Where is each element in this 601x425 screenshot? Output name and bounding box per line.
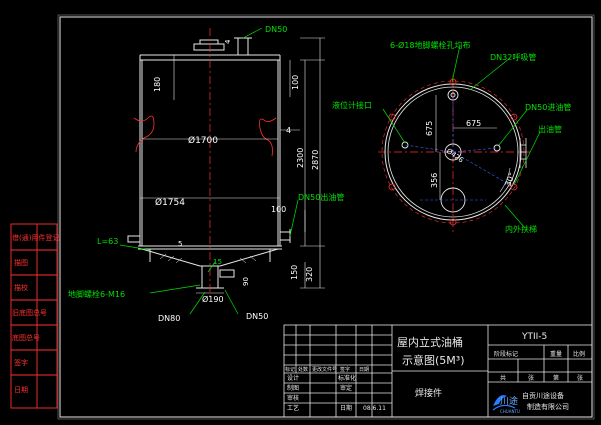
- dim-15: 15: [213, 258, 222, 266]
- dia-1700: Ø1700: [188, 135, 218, 146]
- title-subtitle: 焊接件: [415, 387, 442, 399]
- dim-675-vertical: 675: [425, 121, 434, 136]
- company-line-2: 制造有限公司: [527, 402, 569, 411]
- sign-row-2-role: 审核: [287, 394, 299, 402]
- rev-label-4: 底图总号: [12, 333, 40, 342]
- label-outlet: 出油管: [538, 124, 562, 134]
- rev-label-3: 旧底图总号: [12, 308, 47, 317]
- dim-320: 320: [305, 267, 314, 282]
- label-anchor-bolt: 地脚螺栓6-M16: [68, 289, 125, 299]
- title-block: 屋内立式油桶 示意图(5M³) 焊接件 YTII-5 阶段标记 重量 比例 共 …: [283, 324, 593, 418]
- sheet-cell-1: 张: [528, 374, 534, 382]
- company-logo-icon: [492, 395, 516, 411]
- dim-180: 180: [153, 77, 162, 92]
- sign-header-2: 更改文件号: [312, 366, 337, 373]
- tank-elevation: DN50 4 180 100 Ø1700 4 2300 2870 Ø1754 1…: [68, 25, 344, 323]
- title-line-1: 屋内立式油桶: [397, 335, 463, 349]
- company-line-1: 自贡川途设备: [522, 391, 564, 400]
- dia-190: Ø190: [202, 294, 224, 304]
- dim-100-mid: 100: [271, 205, 286, 214]
- sheet-cell-0: 共: [500, 374, 506, 382]
- label-dn80: DN80: [158, 314, 180, 323]
- dim-5: 5: [178, 240, 182, 248]
- sign-row-3-role: 工艺: [287, 404, 299, 412]
- rev-label-0: 借(通)用件登记: [12, 233, 59, 242]
- rev-label-1: 描图: [14, 258, 28, 267]
- sign-header-3: 签字: [340, 366, 350, 373]
- revision-column: 借(通)用件登记 描图 描校 旧底图总号 底图总号 签字 日期: [10, 223, 59, 409]
- label-anchor-holes: 6-Ø18地脚螺栓孔均布: [390, 40, 470, 50]
- dim-90: 90: [242, 277, 250, 286]
- dim-2300: 2300: [296, 148, 305, 168]
- sheet-cell-2: 第: [553, 374, 559, 382]
- sign-header-0: 标记: [285, 366, 295, 373]
- label-dn50-outlet: DN50出油管: [298, 192, 344, 202]
- dim-4-mid: 4: [286, 126, 291, 135]
- drawing-number: YTII-5: [521, 332, 547, 342]
- header-cell-1: 重量: [550, 350, 562, 358]
- company-en: CHUANTU: [500, 409, 520, 414]
- sign-row-3-date: 08.6.11: [363, 405, 386, 412]
- label-level-gauge: 液位计接口: [332, 100, 372, 110]
- dim-150: 150: [290, 265, 299, 280]
- title-line-2: 示意图(5M³): [402, 353, 464, 367]
- dia-1754: Ø1754: [155, 197, 185, 208]
- sign-header-1: 处数: [298, 366, 308, 373]
- header-cell-2: 比例: [573, 350, 585, 358]
- sheet-cell-3: 张: [577, 374, 583, 382]
- sign-header-4: 日期: [359, 367, 369, 373]
- label-l63: L=63: [97, 237, 118, 246]
- sign-row-0-role: 设计: [287, 374, 299, 382]
- sign-row-1-role2: 审定: [340, 384, 352, 392]
- dim-356: 356: [430, 173, 439, 188]
- label-ladder: 内外扶梯: [505, 224, 537, 234]
- company-short: 川途: [500, 395, 518, 407]
- label-inlet: DN50进油管: [525, 102, 571, 112]
- label-breather: DN32呼吸管: [490, 52, 536, 62]
- dim-4-top: 4: [224, 39, 232, 44]
- sign-row-1-role: 制图: [287, 384, 299, 392]
- rev-label-6: 日期: [14, 386, 28, 394]
- label-dn50-top: DN50: [265, 25, 287, 34]
- label-dn50-bottom: DN50: [246, 312, 268, 321]
- rev-label-5: 签字: [14, 358, 28, 367]
- dim-100-top: 100: [291, 75, 300, 90]
- header-cell-0: 阶段标记: [494, 350, 518, 358]
- tank-plan-view: 6-Ø18地脚螺栓孔均布 DN32呼吸管 液位计接口 DN50进油管 出油管 6…: [332, 40, 571, 234]
- sign-row-3-role2: 日期: [340, 404, 352, 412]
- dim-2870: 2870: [311, 150, 320, 170]
- dim-675-horizontal: 675: [466, 119, 481, 128]
- rev-label-2: 描校: [14, 283, 28, 292]
- sign-row-0-role2: 标准化: [338, 374, 356, 382]
